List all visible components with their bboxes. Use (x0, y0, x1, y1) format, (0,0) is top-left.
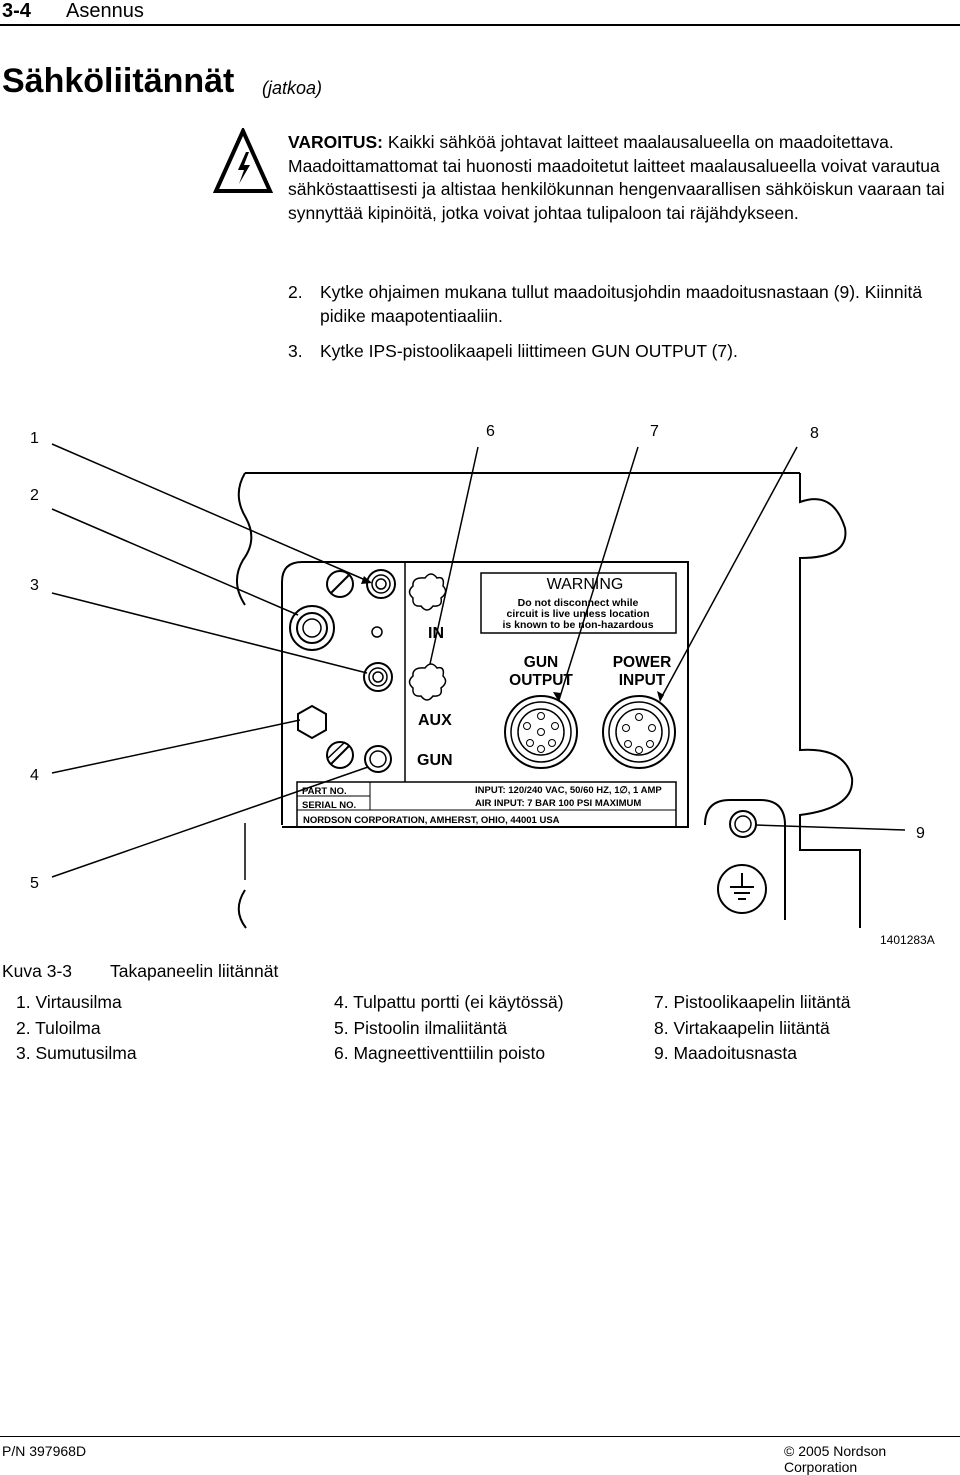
ground-symbol-icon (717, 864, 767, 914)
callout-5: 5 (30, 875, 39, 892)
callout-2: 2 (30, 487, 39, 504)
manufacturer-line: NORDSON CORPORATION, AMHERST, OHIO, 4400… (303, 815, 560, 826)
screw-head (326, 741, 354, 769)
panel-warning-line-3: is known to be non-hazardous (502, 619, 653, 631)
nameplate: PART NO. SERIAL NO. INPUT: 120/240 VAC, … (296, 781, 677, 828)
legend-item: 7. Pistoolikaapelin liitäntä (654, 992, 851, 1012)
aux-label: AUX (418, 712, 452, 729)
copyright: © 2005 Nordson Corporation (784, 1443, 887, 1475)
ground-stud (704, 799, 786, 920)
callout-1: 1 (30, 430, 39, 447)
fitting-1 (366, 569, 396, 599)
figure-caption-label: Kuva 3-3 (2, 961, 73, 981)
gun-output-connector (504, 695, 578, 769)
header-rule (0, 24, 960, 26)
callout-4: 4 (30, 767, 39, 784)
gun-output-label-1: GUN (524, 654, 558, 671)
callout-6: 6 (486, 423, 495, 440)
figure-caption-text: Takapaneelin liitännät (110, 961, 279, 981)
step-2: 2. Kytke ohjaimen mukana tullut maadoitu… (288, 281, 958, 329)
air-input-spec: AIR INPUT: 7 BAR 100 PSI MAXIMUM (475, 798, 641, 809)
page-subtitle: (jatkoa) (262, 78, 323, 98)
panel-warning-title: WARNING (547, 576, 624, 593)
fitting-5 (364, 745, 392, 773)
hex-plug-4 (297, 704, 327, 740)
footer-rule (0, 1436, 960, 1437)
exhaust-muffler-icon (408, 573, 447, 701)
gun-label: GUN (417, 752, 453, 769)
leader-lines (51, 443, 906, 878)
rear-panel-diagram: IN AUX GUN WARNING Do not disconnect whi… (30, 423, 925, 929)
legend-item: 9. Maadoitusnasta (654, 1043, 798, 1063)
legend-item: 6. Magneettiventtiilin poisto (334, 1043, 546, 1063)
power-input-connector (602, 695, 676, 769)
cabinet-outline (236, 472, 861, 929)
callout-7: 7 (650, 423, 659, 440)
electric-hazard-icon (213, 128, 273, 193)
part-number: P/N 397968D (2, 1443, 87, 1459)
legend-item: 5. Pistoolin ilmaliitäntä (334, 1018, 508, 1038)
serial-no-label: SERIAL NO. (302, 800, 356, 811)
legend-item: 3. Sumutusilma (16, 1043, 137, 1063)
step-3-number: 3. (288, 341, 303, 361)
step-3-text: Kytke IPS-pistoolikaapeli liittimeen GUN… (320, 341, 738, 361)
warning-label: VAROITUS: (288, 132, 383, 152)
leader-arrows (361, 576, 664, 702)
section-number: 3-4 (2, 0, 31, 22)
warning-block: VAROITUS: Kaikki sähköä johtavat laittee… (288, 131, 948, 225)
legend-item: 4. Tulpattu portti (ei käytössä) (334, 992, 564, 1012)
panel-warning-line-1: Do not disconnect while (518, 597, 639, 609)
step-2-text: Kytke ohjaimen mukana tullut maadoitusjo… (320, 282, 923, 326)
page-title: Sähköliitännät (2, 62, 235, 100)
legend-item: 8. Virtakaapelin liitäntä (654, 1018, 830, 1038)
panel-warning-line-2: circuit is live unless location (507, 608, 650, 620)
warning-label-box (480, 572, 677, 634)
chapter-title: Asennus (66, 0, 144, 22)
part-no-label: PART NO. (302, 786, 347, 797)
step-3: 3. Kytke IPS-pistoolikaapeli liittimeen … (288, 340, 958, 364)
legend-item: 2. Tuloilma (16, 1018, 101, 1038)
figure-id: 1401283A (880, 933, 935, 947)
warning-text: Kaikki sähköä johtavat laitteet maalausa… (288, 132, 945, 223)
screw-head-top (326, 570, 354, 598)
inner-panel (281, 561, 689, 828)
power-input-label-1: POWER (613, 654, 672, 671)
callout-8: 8 (810, 425, 819, 442)
fitting-3 (363, 662, 393, 692)
gun-output-label-2: OUTPUT (509, 672, 573, 689)
callout-9: 9 (916, 825, 925, 842)
input-spec: INPUT: 120/240 VAC, 50/60 HZ, 1∅, 1 AMP (475, 785, 662, 796)
step-2-number: 2. (288, 282, 303, 302)
small-hole (371, 626, 383, 638)
legend-item: 1. Virtausilma (16, 992, 122, 1012)
fitting-large-left (289, 605, 335, 651)
power-input-label-2: INPUT (619, 672, 666, 689)
callout-3: 3 (30, 577, 39, 594)
